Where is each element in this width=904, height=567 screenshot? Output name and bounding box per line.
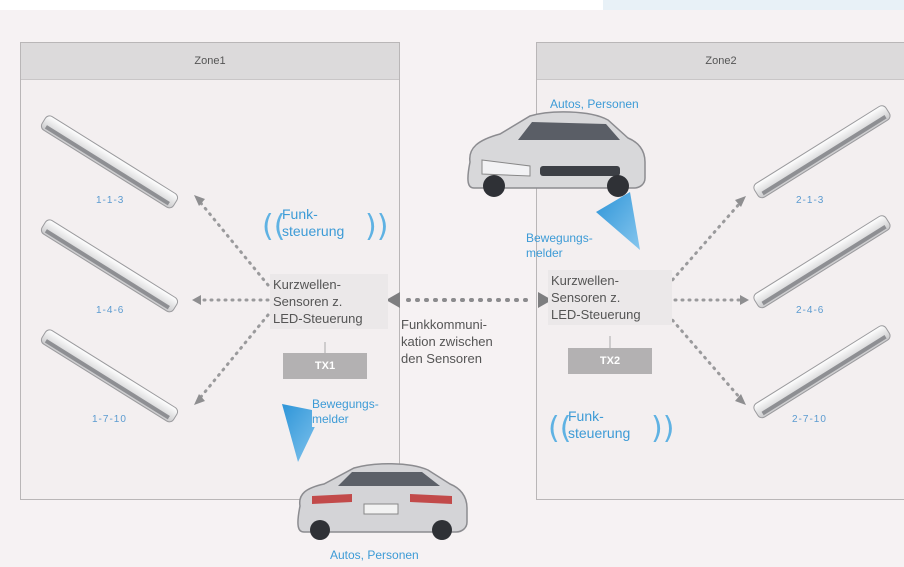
lamp-label: 2-7-10: [792, 414, 827, 425]
funk-line: steuerung: [282, 223, 345, 239]
tx2-box: TX2: [568, 348, 652, 374]
led-lamp-icon: [753, 105, 891, 199]
motion-cone-icon: [596, 192, 640, 250]
motion-sensor-label-zone2: Bewegungs- melder: [526, 231, 593, 260]
motion-sensor-label-zone1: Bewegungs- melder: [312, 397, 379, 427]
link-arrow-left: [386, 292, 400, 308]
funk-line: Funk-: [568, 408, 604, 424]
car-icon: [297, 462, 468, 540]
top-strip: [0, 0, 603, 10]
led-lamp-icon: [753, 215, 891, 309]
sensor-box-zone1: Kurzwellen- Sensoren z. LED-Steuerung: [270, 274, 388, 329]
car-label-zone1: Autos, Personen: [330, 548, 419, 562]
radio-wave-icon: )): [651, 411, 675, 446]
car-icon: [467, 111, 646, 197]
sensor-line: Sensoren z.: [273, 294, 343, 309]
arrow-heads: [735, 196, 749, 405]
lamp-label: 1-7-10: [92, 414, 127, 425]
sensor-box-zone2: Kurzwellen- Sensoren z. LED-Steuerung: [548, 270, 672, 325]
link-arrow-right: [538, 292, 552, 308]
radio-wave-icon: )): [365, 209, 389, 244]
lamp-label: 1-1-3: [96, 195, 125, 206]
radio-wave-icon: ((: [262, 209, 286, 244]
radio-wave-icon: ((: [548, 411, 572, 446]
radio-control-zone2: (( Funk- steuerung )): [548, 404, 675, 452]
sensor-line: LED-Steuerung: [273, 311, 363, 326]
zone1-title: Zone1: [21, 43, 399, 80]
dotted-arrow-icon: [198, 200, 270, 400]
lamp-label: 1-4-6: [96, 305, 125, 316]
funk-line: Funk-: [282, 206, 318, 222]
arrow-heads: [192, 195, 205, 405]
led-lamp-icon: [40, 329, 179, 423]
car-label-zone2: Autos, Personen: [550, 97, 639, 111]
radio-control-zone1: (( Funk- steuerung )): [262, 204, 389, 252]
zone2-title: Zone2: [537, 43, 904, 80]
led-lamp-icon: [40, 115, 179, 209]
led-lamp-icon: [753, 325, 891, 419]
lamp-label: 2-1-3: [796, 195, 825, 206]
link-description: Funkkommuni- kation zwischen den Sensore…: [401, 317, 493, 366]
led-lamp-icon: [40, 219, 179, 313]
sensor-line: Kurzwellen-: [273, 277, 341, 292]
sensor-line: Sensoren z.: [551, 290, 621, 305]
top-strip-accent: [603, 0, 904, 10]
sensor-line: LED-Steuerung: [551, 307, 641, 322]
dotted-arrow-icon: [666, 201, 742, 400]
tx1-box: TX1: [283, 353, 367, 379]
sensor-line: Kurzwellen-: [551, 273, 619, 288]
funk-line: steuerung: [568, 425, 631, 441]
lamp-label: 2-4-6: [796, 305, 825, 316]
